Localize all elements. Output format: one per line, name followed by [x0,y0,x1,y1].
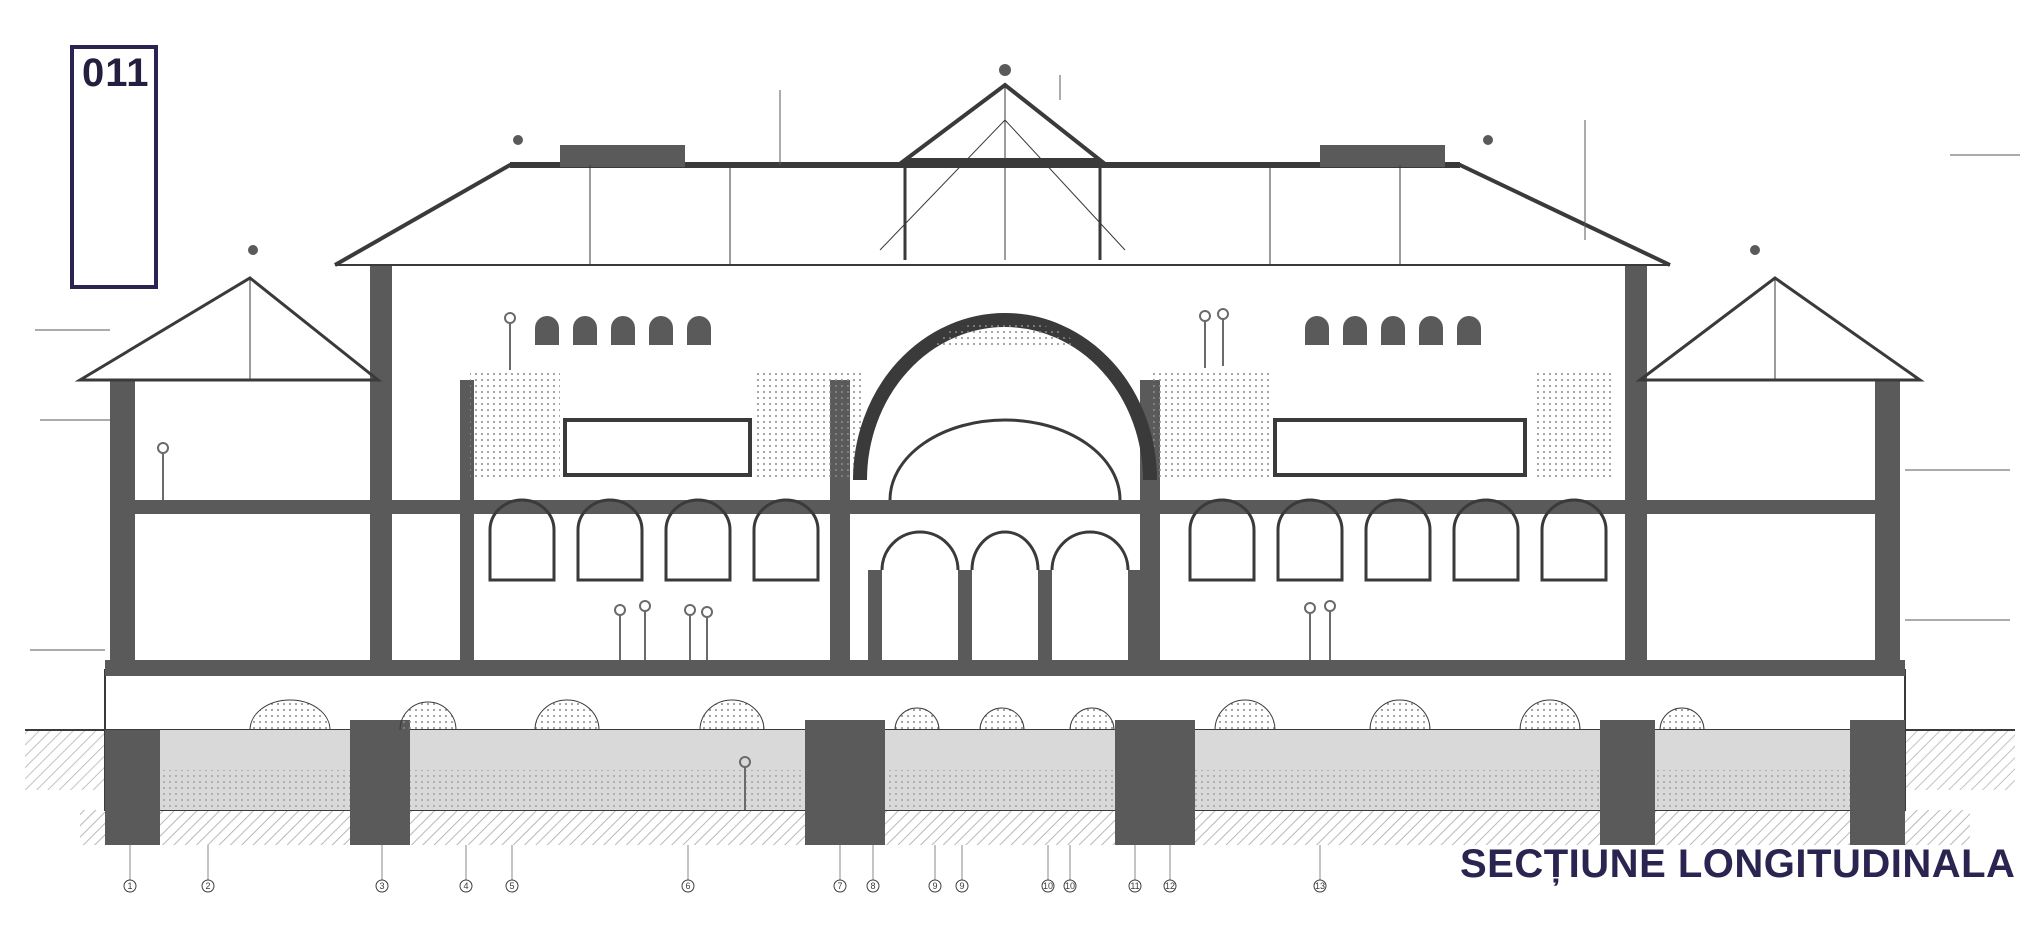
sheet-number: 011 [82,51,150,95]
grid-axis-bubble: 2 [201,879,215,893]
scale-figures [157,308,1336,810]
grid-axis-lines [129,845,1321,880]
svg-text:1: 1 [127,881,132,891]
grid-axis-bubble: 10 [1063,879,1077,893]
svg-text:10: 10 [1065,881,1075,891]
grid-axis-bubble: 4 [459,879,473,893]
svg-text:9: 9 [932,881,937,891]
grid-axis-bubble: 9 [955,879,969,893]
attic-windows [535,316,1481,345]
grid-axis-bubble: 8 [866,879,880,893]
svg-text:3: 3 [379,881,384,891]
side-wing-roofs [74,276,1925,382]
svg-text:8: 8 [870,881,875,891]
svg-text:11: 11 [1130,881,1139,891]
svg-text:9: 9 [959,881,964,891]
svg-text:7: 7 [837,881,842,891]
upper-floor-slab [110,500,1900,514]
sheet-title: SECȚIUNE LONGITUDINALA [1460,842,2016,886]
svg-text:12: 12 [1165,881,1175,891]
sheet-number-box: 011 [70,45,158,289]
svg-text:6: 6 [685,881,690,891]
annotation-leaders [30,75,2020,651]
grid-axis-bubble: 5 [505,879,519,893]
basement-level [104,669,1906,845]
ground-floor-arcade [488,498,1608,660]
svg-text:5: 5 [509,881,514,891]
grid-axis-bubble: 13 [1313,879,1327,893]
grid-axis-bubble: 11 [1128,879,1142,893]
svg-text:4: 4 [463,881,468,891]
ground-floor-slab [105,660,1905,676]
grid-axis-bubble: 6 [681,879,695,893]
grid-axis-bubble: 3 [375,879,389,893]
svg-text:13: 13 [1315,881,1325,891]
svg-text:2: 2 [205,881,210,891]
vault-fills [470,370,1615,480]
grid-axis-bubble: 1 [123,879,137,893]
grid-axis-bubble: 9 [928,879,942,893]
svg-text:10: 10 [1043,881,1053,891]
grid-axis-bubble: 10 [1041,879,1055,893]
grid-axis-bubble: 12 [1163,879,1177,893]
main-roof [248,64,1760,267]
central-dome [853,313,1157,501]
grid-axis-bubble: 7 [833,879,847,893]
